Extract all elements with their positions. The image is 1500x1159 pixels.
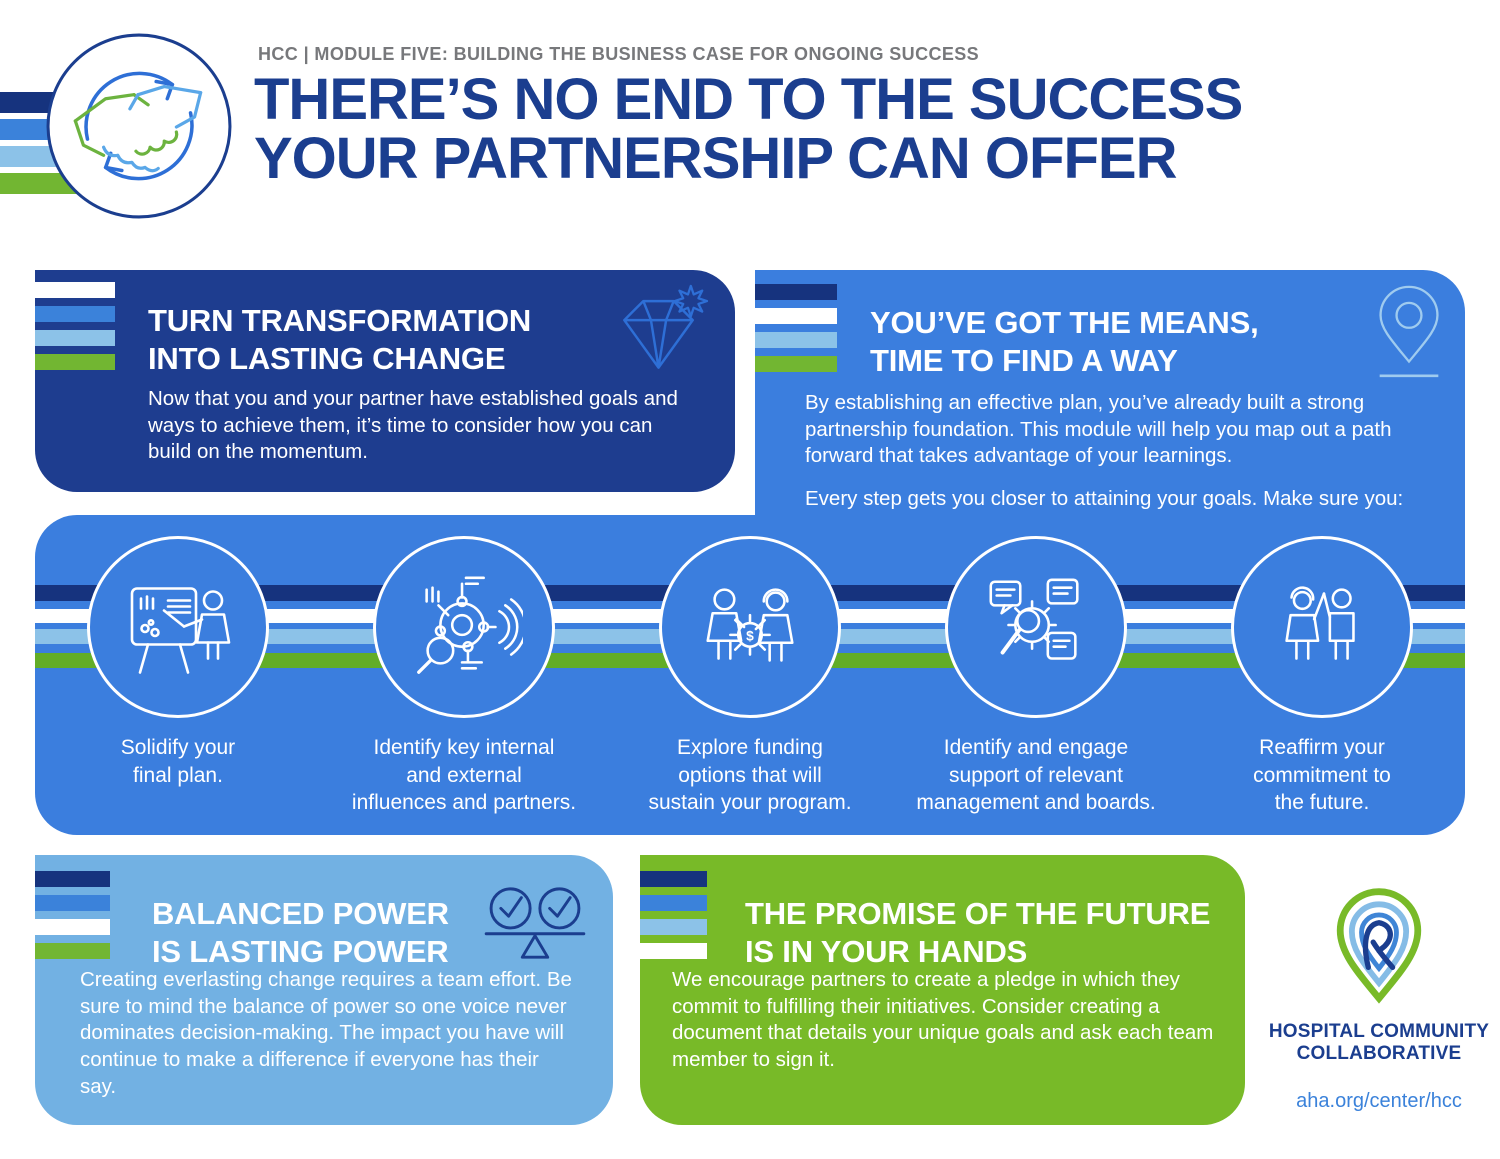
card-means-lead-in: Every step gets you closer to attaining …	[805, 487, 1404, 510]
hcc-pin-logo	[1321, 888, 1437, 1014]
network-analysis-icon	[373, 536, 555, 718]
engage-search-icon	[945, 536, 1127, 718]
step-caption: Explore funding options that will sustai…	[648, 736, 852, 815]
steps-row: Solidify your final plan.	[35, 515, 1465, 817]
steps-band: Solidify your final plan.	[35, 515, 1465, 835]
diamond-icon	[609, 284, 709, 384]
card-means-heading: YOU’VE GOT THE MEANS, TIME TO FIND A WAY	[870, 305, 1259, 379]
location-pin-icon	[1369, 284, 1449, 389]
step-solidify-plan: Solidify your final plan.	[35, 515, 321, 817]
step-identify-influences: Identify key internal and external influ…	[321, 515, 607, 817]
high-five-icon	[1231, 536, 1413, 718]
hcc-org-name: HOSPITAL COMMUNITY COLLABORATIVE	[1268, 1021, 1490, 1065]
card-balanced-power: BALANCED POWER IS LASTING POWER Creating…	[35, 855, 613, 1125]
accent-stripes	[35, 282, 115, 378]
card-balanced-body: Creating everlasting change requires a t…	[80, 968, 572, 1098]
card-means-body: By establishing an effective plan, you’v…	[805, 391, 1392, 468]
step-explore-funding: $ Explore funding options that will sust…	[607, 515, 893, 817]
card-transformation: TURN TRANSFORMATION INTO LASTING CHANGE …	[35, 270, 735, 492]
step-caption: Identify key internal and external influ…	[351, 736, 577, 815]
module-eyebrow: HCC | MODULE FIVE: BUILDING THE BUSINESS…	[258, 44, 980, 64]
hcc-url-link[interactable]: aha.org/center/hcc	[1296, 1089, 1462, 1112]
hcc-logo-block: HOSPITAL COMMUNITY COLLABORATIVE aha.org…	[1258, 882, 1500, 1113]
funding-gear-icon: $	[659, 536, 841, 718]
card-means: YOU’VE GOT THE MEANS, TIME TO FIND A WAY…	[755, 270, 1465, 530]
step-caption: Identify and engage support of relevant …	[916, 736, 1156, 815]
step-reaffirm-commitment: Reaffirm your commitment to the future.	[1179, 515, 1465, 817]
card-promise-heading: THE PROMISE OF THE FUTURE IS IN YOUR HAN…	[745, 896, 1211, 970]
card-promise: THE PROMISE OF THE FUTURE IS IN YOUR HAN…	[640, 855, 1245, 1125]
accent-stripes	[35, 871, 110, 967]
page-title: THERE’S NO END TO THE SUCCESS YOUR PARTN…	[254, 67, 1243, 192]
card-balanced-heading: BALANCED POWER IS LASTING POWER	[152, 896, 449, 970]
balance-scale-icon	[483, 883, 587, 970]
step-caption: Reaffirm your commitment to the future.	[1253, 736, 1391, 815]
presentation-plan-icon	[87, 536, 269, 718]
card-promise-body: We encourage partners to create a pledge…	[672, 968, 1214, 1071]
handshake-cycle-icon	[43, 30, 235, 222]
card-transformation-heading: TURN TRANSFORMATION INTO LASTING CHANGE	[148, 303, 532, 377]
card-transformation-body: Now that you and your partner have estab…	[148, 387, 678, 464]
accent-stripes	[640, 871, 707, 967]
step-caption: Solidify your final plan.	[120, 736, 236, 787]
svg-text:$: $	[746, 628, 754, 643]
step-engage-support: Identify and engage support of relevant …	[893, 515, 1179, 817]
accent-stripes	[755, 284, 837, 380]
